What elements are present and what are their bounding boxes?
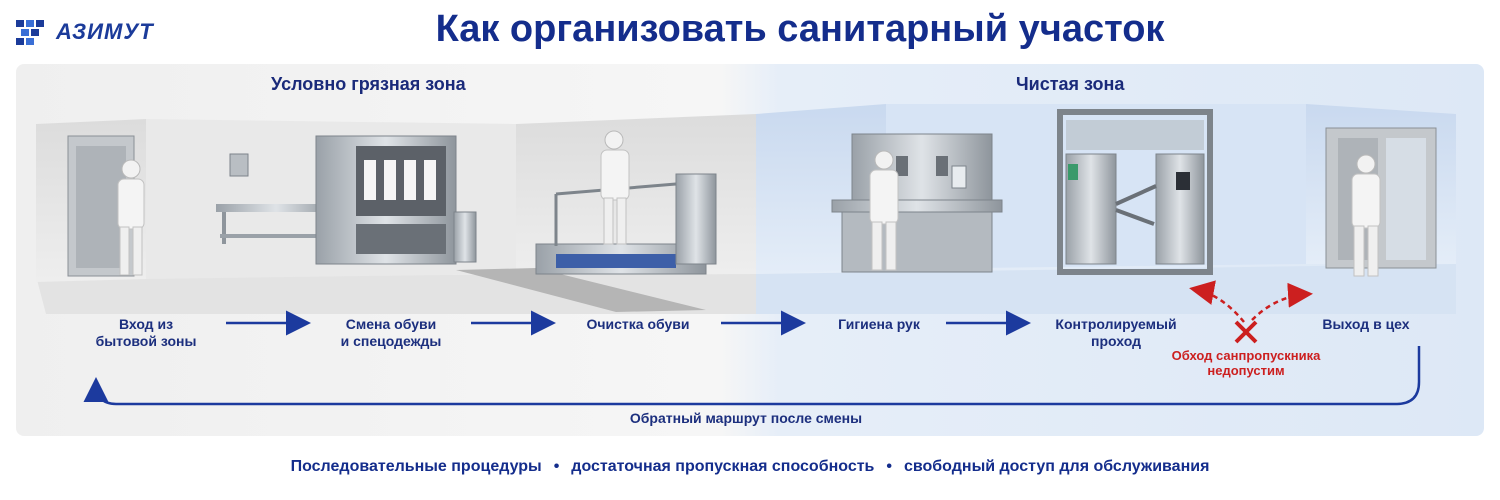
worker-entering — [117, 159, 145, 276]
return-route-label: Обратный маршрут после смены — [629, 410, 863, 426]
logo-text: АЗИМУТ — [56, 19, 154, 44]
exit-door-opening — [1386, 138, 1426, 260]
step-controlled-pass: Контролируемый проход — [1031, 316, 1201, 350]
bypass-warning: Обход санпропускника недопустим — [1146, 348, 1346, 378]
step-entry: Вход из бытовой зоны — [61, 316, 231, 350]
bullet-separator: • — [886, 458, 892, 475]
step-exit: Выход в цех — [1281, 316, 1451, 333]
shoe-cleaning-machine — [535, 173, 717, 275]
step-exit-line1: Выход в цех — [1322, 316, 1410, 332]
step-entry-line1: Вход из — [118, 316, 174, 332]
step-change-clothes: Смена обуви и спецодежды — [306, 316, 476, 350]
worker-exiting — [1351, 154, 1381, 277]
floor-drain — [456, 268, 706, 312]
worker-washing-hands — [869, 150, 899, 271]
step-hand-line1: Гигиена рук — [838, 316, 920, 332]
bypass-arrow-right — [1251, 282, 1313, 321]
footer-item-2: достаточная пропускная способность — [571, 458, 875, 475]
return-route-arrow — [83, 346, 1421, 406]
trash-bin — [453, 211, 477, 263]
logo-mark-icon — [16, 20, 44, 45]
bullet-separator: • — [553, 458, 560, 475]
turnstile-booth — [1057, 109, 1213, 275]
flow-overlay — [83, 280, 1421, 406]
diagram-panel: Условно грязная зона Чистая зона Вход из… — [16, 64, 1484, 436]
page-title: Как организовать санитарный участок — [435, 8, 1165, 50]
step-change-line1: Смена обуви — [345, 316, 437, 332]
clothes-cabinet — [315, 135, 457, 265]
bypass-warning-line2: недопустим — [1207, 363, 1285, 378]
step-entry-line2: бытовой зоны — [95, 333, 197, 349]
step-pass-line1: Контролируемый — [1055, 316, 1177, 332]
step-hand-hygiene: Гигиена рук — [794, 316, 964, 333]
step-shoe-cleaning: Очистка обуви — [553, 316, 723, 333]
logo: АЗИМУТ — [14, 12, 214, 52]
worker-cleaning-shoes — [600, 130, 630, 245]
sanitizer-dispenser — [951, 165, 967, 189]
handwash-station — [831, 133, 1003, 273]
dirty-zone-label: Условно грязная зона — [271, 74, 466, 94]
clean-floor — [756, 264, 1456, 314]
step-pass-line2: проход — [1091, 333, 1141, 349]
step-shoe-line1: Очистка обуви — [586, 316, 690, 332]
footer-item-1: Последовательные процедуры — [290, 458, 542, 475]
footer-item-3: свободный доступ для обслуживания — [904, 458, 1210, 475]
bypass-warning-line1: Обход санпропускника — [1171, 348, 1321, 363]
wall-dispenser — [229, 153, 249, 177]
step-change-line2: и спецодежды — [340, 333, 442, 349]
footer-principles: Последовательные процедуры • достаточная п… — [0, 458, 1500, 476]
clean-zone-label: Чистая зона — [1016, 74, 1125, 94]
bypass-arrow-left — [1189, 280, 1245, 323]
forbidden-cross-icon — [1234, 320, 1258, 344]
sanitary-area-illustration — [36, 104, 1456, 314]
